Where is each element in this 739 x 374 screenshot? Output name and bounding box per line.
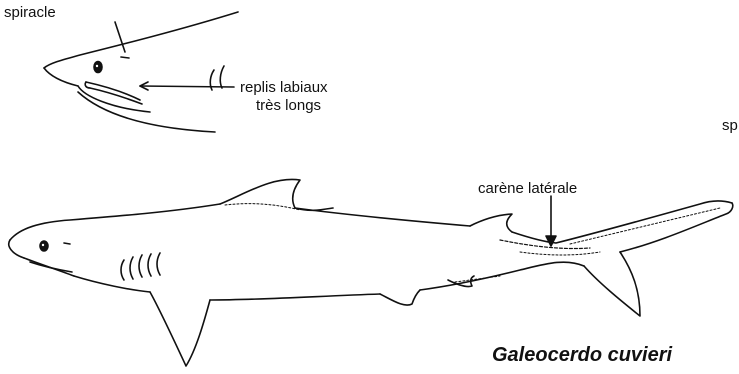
- inset-head-dorsal-outline: [44, 12, 238, 68]
- eye: [40, 241, 48, 251]
- species-name: Galeocerdo cuvieri: [492, 345, 672, 365]
- inset-spiracle-mark: [121, 57, 129, 58]
- gill-slit-2: [130, 257, 133, 279]
- inset-labial-fold-upper: [86, 82, 140, 100]
- gill-slit-4: [148, 254, 151, 276]
- lip-folds-leader: [140, 86, 234, 87]
- label-cut-off-edge: sp: [722, 118, 738, 133]
- dorsal-outline: [10, 201, 732, 243]
- head-detail-inset: [44, 12, 238, 132]
- spiracle-leader: [115, 22, 125, 52]
- snout-outline: [9, 240, 24, 258]
- inset-gill-slit-2: [220, 66, 224, 88]
- label-spiracle: spiracle: [4, 5, 56, 20]
- pectoral-fin: [150, 292, 210, 366]
- caudal-fin-lower: [584, 252, 640, 316]
- gill-slit-3: [139, 255, 142, 277]
- label-lip-folds-line2: très longs: [256, 98, 321, 113]
- gill-slit-5: [157, 253, 160, 275]
- label-lip-folds-line1: replis labiaux: [240, 80, 328, 95]
- gill-slit-1: [121, 260, 124, 280]
- inset-eye: [94, 62, 102, 73]
- second-dorsal-fin: [470, 214, 512, 232]
- shark-body: [9, 179, 733, 366]
- pelvic-fin: [380, 290, 420, 305]
- spiracle-mark: [64, 243, 70, 244]
- label-lateral-keel: carène latérale: [478, 181, 577, 196]
- inset-snout-outline: [44, 68, 78, 86]
